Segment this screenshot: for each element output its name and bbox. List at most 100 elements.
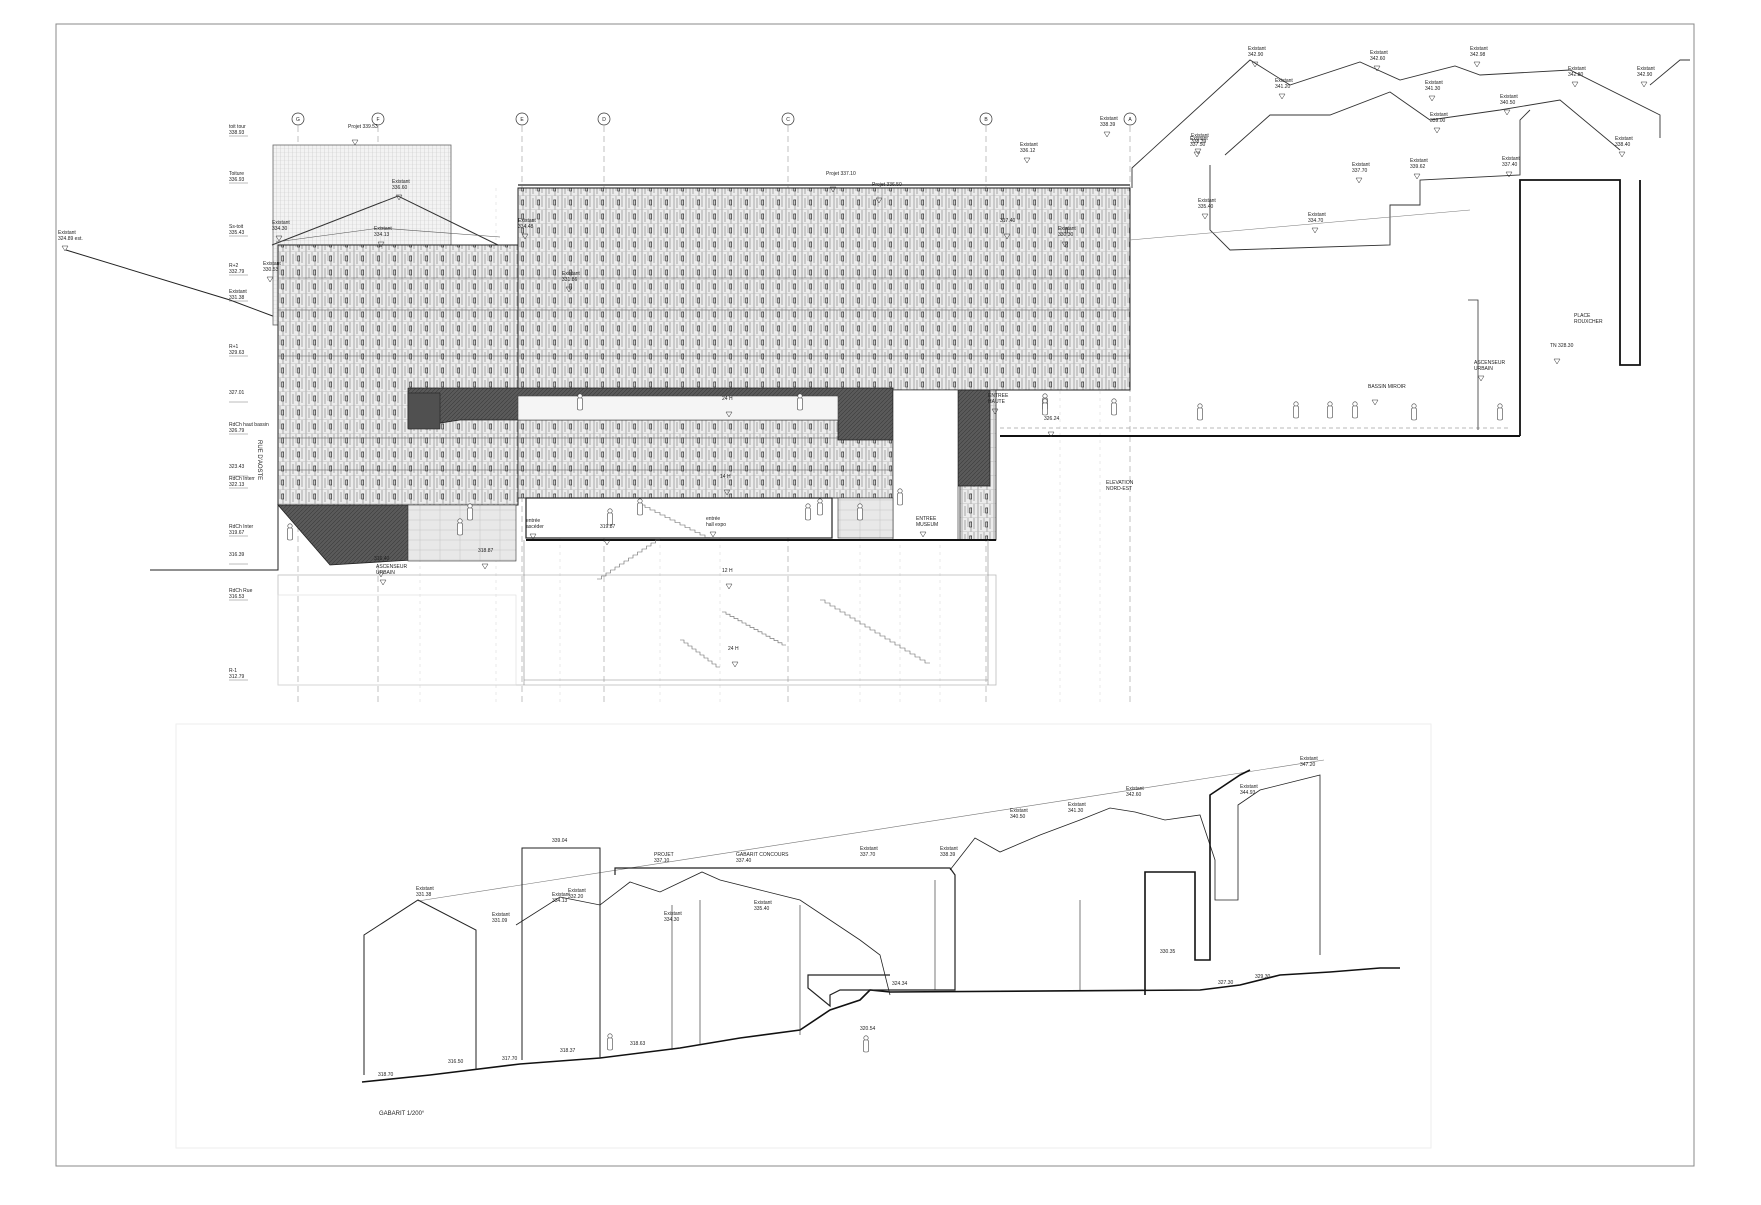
annotation-existant-342-90-line: 342.90 [1248,52,1264,58]
level-marker [1355,177,1363,184]
gabarit-ground-line [361,967,1400,1083]
level-marker [351,139,359,146]
facade-left-block [277,244,519,506]
level-marker [829,186,837,193]
annotation-existant-330-line: 330.53 [263,267,279,273]
annotation-existant-334-line: Existant [272,220,290,226]
level-marker [1428,95,1436,102]
annotation-existant-341-30-line: Existant [1425,80,1443,86]
place-name-line: ROUXCHER [1574,319,1603,325]
gabarit-g-318: 318.70 [378,1072,394,1078]
basement-outline [277,574,997,686]
existing-roof-left [271,195,501,247]
annotation-existant-340-50-line: 340.50 [1500,100,1516,106]
level-label-line: RdCh Inter [229,524,254,530]
annotation-projet-main-b: Projet 336.50 [872,182,902,188]
annotation-existant-334b-line: 334.48 [518,224,534,230]
level-label-line: R+1 [229,344,239,350]
level-label-line: Existant [229,289,247,295]
annotation-existant-338-39-line: 338.39 [1100,122,1116,128]
outer-frame [55,23,1695,1167]
light-opening [892,389,959,541]
person-body [457,522,463,536]
level-marker [481,563,489,570]
gabarit-g-ex1-line: 331.38 [416,892,432,898]
person-head [857,503,863,509]
annotation-existant-334-line: 334.30 [272,226,288,232]
facade-upper-block [517,187,1131,391]
axis-bubble-B [979,112,993,126]
person-body [857,507,863,521]
level-marker [991,408,999,415]
person-body [797,397,803,411]
level-label-line: RdCh haut bassin [229,422,269,428]
annotation-entree-musee-line: ENTREE [916,516,937,522]
gabarit-g-320: 320.54 [860,1026,876,1032]
ground-hall-glazing [525,497,833,539]
gabarit-envelope-line [417,759,1325,902]
annotation-ascenseur-urbain-left-line: ASCENSEUR [376,564,408,570]
annotation-entree-musee-line: MUSEUM [916,522,938,528]
level-label-line: 332.79 [229,269,245,275]
person-head [1111,398,1117,404]
annotation-existant-337-70-line: 337.70 [1352,168,1368,174]
gabarit-g-ex13-line: Existant [1300,756,1318,762]
level-label-line: R+2 [229,263,239,269]
level-label-line: 335.43 [229,230,245,236]
axis-bubble-E [515,112,529,126]
level-label-line: 319.67 [229,530,245,536]
level-marker [1003,233,1011,240]
level-label: 316.39 [229,552,245,558]
annotation-val-17: 317.40 [1000,218,1016,224]
gabarit-title: GABARIT 1/200° [379,1111,425,1117]
level-label-line: R-1 [229,668,237,674]
person-head [1497,403,1503,409]
annotation-existant-far-left-line: Existant [58,230,76,236]
level-marker [1477,375,1485,382]
annotation-existant-330-30-line: 330.30 [1058,232,1074,238]
person-body [1352,405,1358,419]
annotation-entree-elevator-line: ascéder [526,524,544,530]
person-body [863,1039,869,1053]
annotation-existant-341-20-line: 341.20 [1275,84,1291,90]
person-body [805,507,811,521]
level-marker [1413,173,1421,180]
person-body [1411,407,1417,421]
axis-label-E: E [520,117,524,123]
existing-houses-lower [1209,109,1531,251]
annotation-projet-main: Projet 337.10 [826,171,856,177]
ascenseur-urbain-shaft [1519,179,1641,436]
axis-bubble-C [781,112,795,126]
dark-box-small [407,392,441,430]
level-label-line: Toiture [229,171,244,177]
level-marker [529,533,537,540]
gabarit-g-ex8-line: Existant [940,846,958,852]
person-body [1327,405,1333,419]
gabarit-g-327: 327.30 [1218,980,1234,986]
gabarit-g-339: 339.04 [552,838,568,844]
gabarit-g-ex5-line: Existant [664,911,682,917]
gabarit-g-ex5-line: 334.30 [664,917,680,923]
annotation-existant-342-90-line: Existant [1248,46,1266,52]
gabarit-g-ex11-line: 342.60 [1126,792,1142,798]
elevation-title-line: NORD-EST [1106,486,1132,492]
person-body [1197,407,1203,421]
